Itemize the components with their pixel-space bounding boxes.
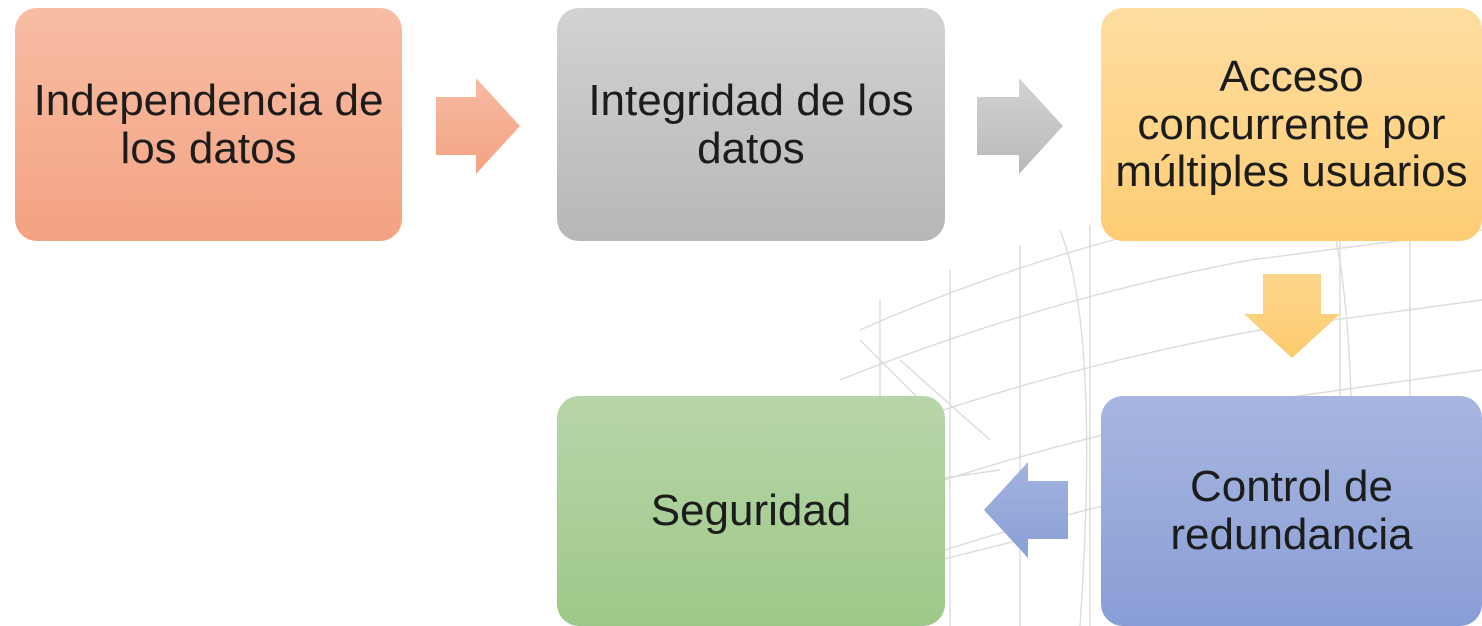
step-label-integridad: Integridad de los datos — [588, 75, 914, 173]
arrow-right-icon — [436, 78, 520, 174]
arrow-right-icon — [977, 78, 1063, 174]
step-label-acceso: Acceso concurrente por múltiples usuario… — [1115, 52, 1468, 197]
step-box-integridad: Integridad de los datos — [557, 8, 945, 241]
step-label-seguridad: Seguridad — [650, 486, 852, 536]
step-label-independencia: Independencia de los datos — [33, 75, 384, 173]
step-box-independencia: Independencia de los datos — [15, 8, 402, 241]
step-box-redundancia: Control de redundancia — [1101, 396, 1482, 626]
step-box-seguridad: Seguridad — [557, 396, 945, 626]
step-label-redundancia: Control de redundancia — [1170, 462, 1413, 559]
arrow-left-icon — [984, 462, 1068, 558]
arrow-down-icon — [1244, 274, 1340, 358]
step-box-acceso: Acceso concurrente por múltiples usuario… — [1101, 8, 1482, 241]
